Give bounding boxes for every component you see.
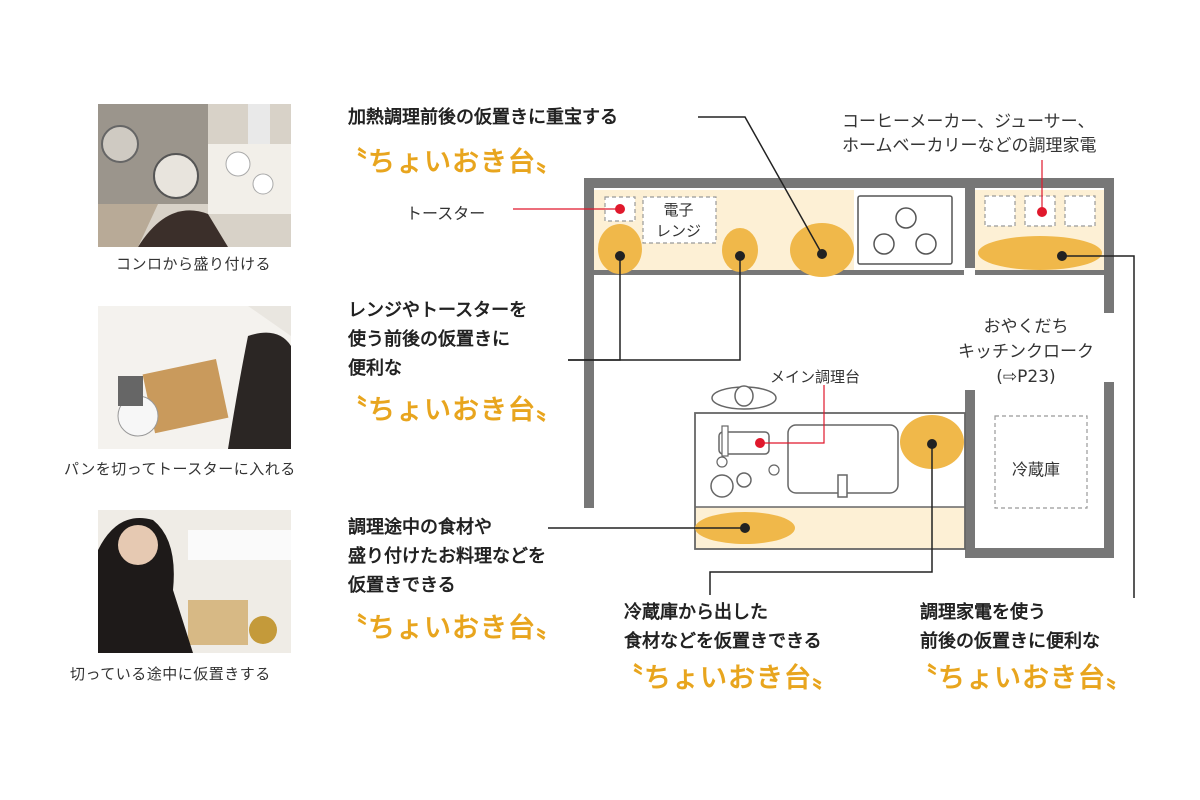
fridge-box [994, 415, 1088, 509]
photo-stove-plating [98, 104, 291, 247]
fridge-label: 冷蔵庫 [1012, 460, 1061, 479]
photo-toaster-bread [98, 306, 291, 449]
photo-caption: パンを切ってトースターに入れる [64, 460, 296, 478]
red-leader-lines [513, 160, 1043, 444]
note-bottom-center: 冷蔵庫から出した 食材などを仮置きできる [624, 602, 822, 652]
photo-cutting-board [98, 510, 291, 653]
photo-caption: コンロから盛り付ける [116, 255, 272, 273]
points [615, 249, 1067, 533]
badge: 〝ちょいおき台〟 [340, 395, 564, 426]
red-points [615, 204, 1047, 448]
appliance-box [1064, 195, 1096, 227]
microwave-label: 電子 レンジ [656, 201, 702, 240]
note-lower: 調理途中の食材や 盛り付けたお料理などを 仮置きできる [348, 517, 546, 596]
badge: 〝ちょいおき台〟 [340, 613, 564, 644]
badge: 〝ちょいおき台〟 [910, 663, 1134, 694]
walls [584, 178, 1114, 558]
main-counter-label: メイン調理台 [770, 368, 861, 386]
appliances-note: コーヒーメーカー、ジューサー、 ホームベーカリーなどの調理家電 [842, 112, 1097, 156]
stove [857, 195, 953, 265]
microwave-box [642, 196, 717, 244]
leader-lines [548, 116, 1135, 598]
badge: 〝ちょいおき台〟 [616, 663, 840, 694]
toaster-label: トースター [406, 204, 486, 223]
badge: 〝ちょいおき台〟 [340, 147, 564, 178]
note-middle: レンジやトースターを 使う前後の仮置きに 便利な [348, 300, 528, 379]
main-island [694, 385, 966, 550]
note-top: 加熱調理前後の仮置きに重宝する [348, 107, 618, 128]
photo-caption: 切っている途中に仮置きする [70, 665, 271, 683]
note-bottom-right: 調理家電を使う 前後の仮置きに便利な [920, 602, 1100, 652]
closet-label: おやくだち キッチンクローク (⇨P23) [958, 317, 1094, 387]
appliance-box [984, 195, 1016, 227]
